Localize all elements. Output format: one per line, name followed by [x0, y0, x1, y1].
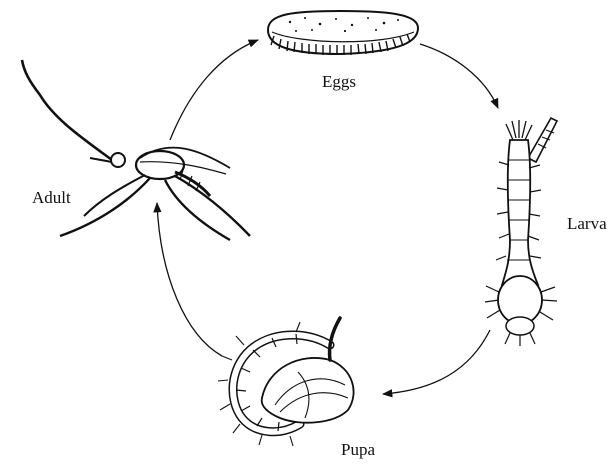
arrow-pupa-to-adult: [157, 203, 222, 356]
arrow-eggs-to-larva: [420, 44, 498, 108]
eggs-illustration: [268, 11, 418, 55]
adult-mosquito-illustration: [22, 60, 250, 240]
larva-illustration: [485, 118, 557, 346]
larva-label: Larva: [567, 215, 607, 232]
pupa-illustration: [218, 318, 354, 446]
arrow-adult-to-eggs: [170, 40, 258, 140]
adult-label: Adult: [32, 189, 71, 206]
eggs-label: Eggs: [322, 73, 356, 90]
arrow-larva-to-pupa: [383, 330, 490, 394]
pupa-label: Pupa: [341, 441, 375, 458]
